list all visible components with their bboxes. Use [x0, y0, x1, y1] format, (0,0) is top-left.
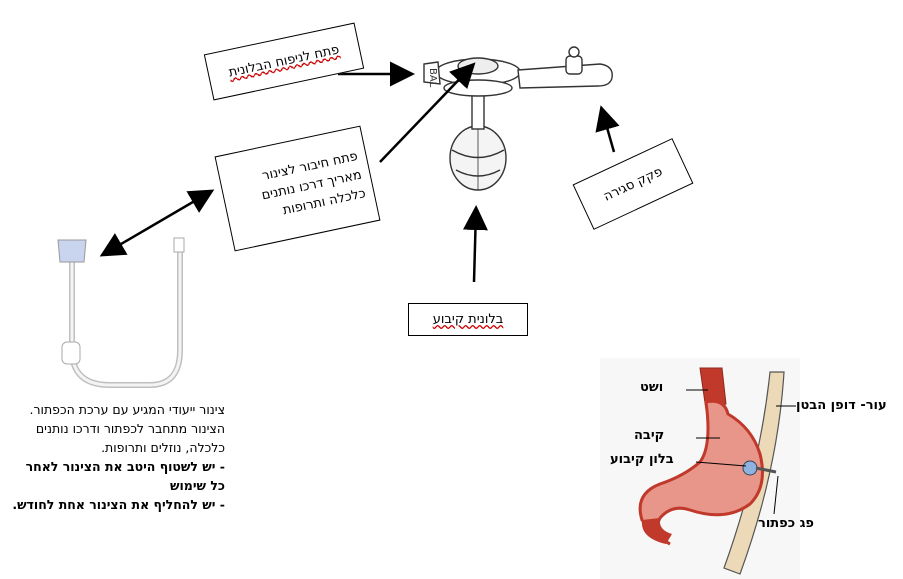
- arrow-extension-port: [379, 62, 476, 163]
- label-gastric-balloon-text: בלונית קיבוע: [432, 312, 504, 327]
- stomach-illustration: [600, 358, 800, 579]
- arrow-tube-link: [99, 189, 215, 257]
- stomach: [638, 399, 764, 546]
- device-bal-text: BAL: [427, 68, 438, 88]
- arrow-closure-cap: [595, 105, 620, 153]
- label-gastric-balloon: בלונית קיבוע: [408, 303, 528, 336]
- description-line-2: הצינור מתחבר לכפתור ודרכו נותנים כלכלה, …: [35, 421, 225, 455]
- extension-connector: [57, 237, 185, 365]
- esophagus: [699, 367, 727, 411]
- label-abdominal-wall: עור- דופן הבטן: [796, 398, 887, 413]
- tube-description: צינור ייעודי המגיע עם ערכת הכפתור. הצינו…: [10, 400, 225, 514]
- label-esophagus: ושט: [640, 380, 664, 395]
- arrow-gastric-balloon: [462, 205, 488, 283]
- description-line-1: צינור ייעודי המגיע עם ערכת הכפתור.: [29, 402, 225, 417]
- stomach-anatomy-panel: ושט קיבה בלון קיבוע עור- דופן הבטן פג כפ…: [600, 358, 903, 579]
- label-stomach: קיבה: [634, 428, 665, 443]
- label-balloon-port-text: פתח לניפוח הבלונית: [227, 42, 341, 81]
- device-shaft: [471, 94, 485, 130]
- extension-tube: [69, 245, 183, 388]
- label-anatomy-balloon: בלון קיבוע: [610, 452, 674, 467]
- label-button-mouth: פג כפתור: [758, 516, 814, 531]
- gastrostomy-button-device: BAL: [423, 46, 613, 191]
- anatomy-balloon: [742, 460, 758, 476]
- description-line-4: - יש להחליף את הצינור אחת לחודש.: [12, 497, 225, 512]
- label-closure-cap-text: פקק סגירה: [601, 163, 665, 205]
- description-line-3: - יש לשטוף היטב את הצינור לאחר כל שימוש: [25, 459, 225, 493]
